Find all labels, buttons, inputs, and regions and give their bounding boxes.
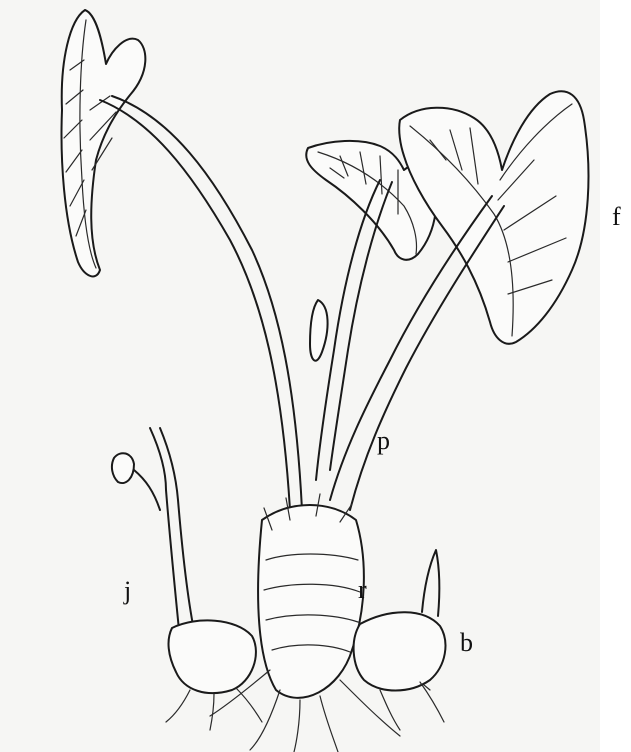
shoot-center bbox=[310, 300, 328, 361]
corm-main bbox=[258, 494, 364, 698]
leaf-left bbox=[62, 10, 146, 276]
offshoot-left bbox=[112, 428, 262, 730]
label-b: b bbox=[460, 630, 473, 656]
label-p: p bbox=[377, 428, 390, 454]
label-j: j bbox=[124, 578, 131, 604]
petiole-left bbox=[100, 96, 302, 510]
offshoot-right bbox=[354, 550, 446, 730]
label-f: f bbox=[612, 204, 621, 230]
label-r: r bbox=[358, 577, 367, 603]
